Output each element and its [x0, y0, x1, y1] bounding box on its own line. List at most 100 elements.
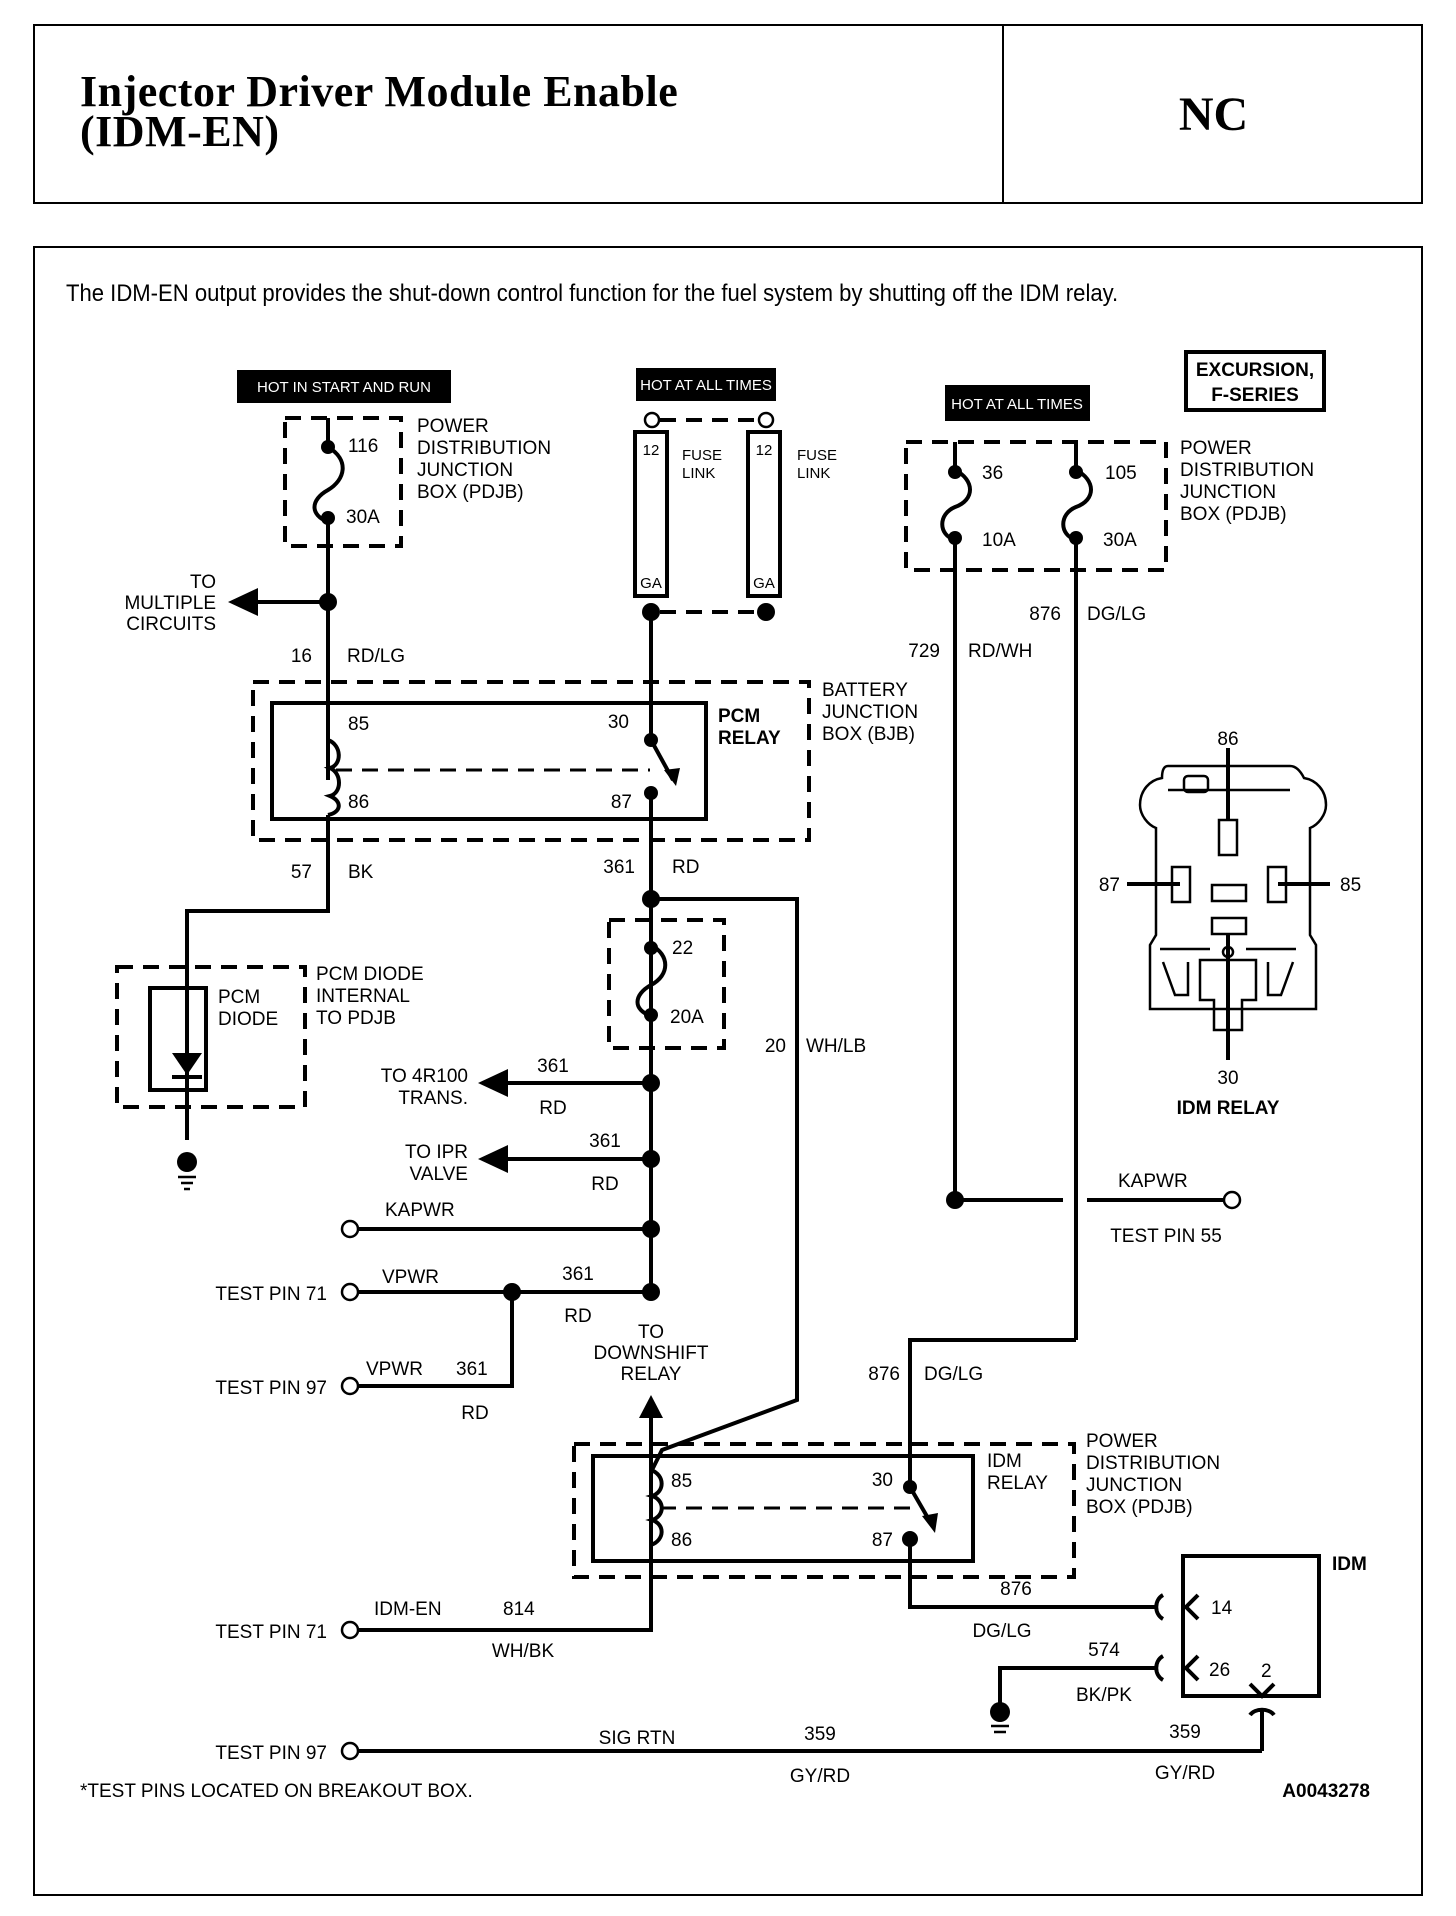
- diagram-label: DG/LG: [972, 1621, 1031, 1642]
- diagram-label: BK/PK: [1076, 1685, 1132, 1706]
- wire-segment: [746, 430, 782, 598]
- diagram-label: KAPWR: [1118, 1171, 1188, 1192]
- diagram-label: PCM: [218, 987, 260, 1008]
- test-pin-icon: [340, 1282, 360, 1302]
- diagram-label: DISTRIBUTION: [1086, 1453, 1220, 1474]
- wire-segment: [904, 440, 1168, 572]
- diagram-label: 105: [1105, 463, 1137, 484]
- wire-segment: [636, 368, 776, 401]
- connector-male-icon: [1183, 1593, 1200, 1621]
- diagram-label: LINK: [682, 465, 715, 482]
- pdjb-left: 116 30A POWER DISTRIBUTION JUNCTION BOX …: [283, 416, 551, 600]
- wire-segment: [1184, 350, 1326, 412]
- vehicle-tag: EXCURSION, F-SERIES: [1184, 350, 1326, 412]
- diagram-label: 85: [348, 714, 369, 735]
- splice-dot: [757, 603, 775, 621]
- diagram-label: TEST PIN 71: [215, 1284, 327, 1305]
- arrow-left-icon: [228, 588, 258, 616]
- wire-segment: [178, 1175, 196, 1191]
- diagram-label: TO IPR: [405, 1142, 468, 1163]
- test-pin-icon: [1222, 1190, 1242, 1210]
- diagram-label: RELAY: [621, 1364, 682, 1385]
- tag-hot-all-times-1: HOT AT ALL TIMES: [636, 368, 776, 401]
- wire-segment: [148, 986, 208, 1092]
- idm-relay-pinout: 86 87 85 30 IDM RELAY: [1099, 729, 1361, 1119]
- diagram-label: TO: [190, 572, 216, 593]
- wire-segment: [1181, 1554, 1321, 1698]
- wire-segment: [1217, 818, 1239, 857]
- diagram-label: VALVE: [410, 1164, 468, 1185]
- wire-segment: [908, 1539, 1157, 1609]
- diode-icon: [172, 1053, 202, 1075]
- diagram-label: 85: [1340, 875, 1361, 896]
- diagram-label: 359: [804, 1724, 836, 1745]
- splice-dot: [644, 1008, 658, 1022]
- diagram-label: 729: [908, 641, 940, 662]
- diagram-label: TO 4R100: [381, 1066, 468, 1087]
- fuse-105: [1061, 442, 1093, 1340]
- fuse-36: [940, 442, 972, 1200]
- diagram-label: 14: [1211, 1598, 1233, 1619]
- pid-code: NC: [1178, 87, 1249, 141]
- diagram-label: RELAY: [718, 728, 781, 749]
- diagram-label: 26: [1209, 1660, 1230, 1681]
- wire-segment: [998, 1666, 1157, 1718]
- wire-segment: [237, 370, 451, 403]
- diagram-label: 87: [611, 792, 632, 813]
- diagram-label: 30: [872, 1470, 893, 1491]
- diagram-label: BOX (PDJB): [1180, 504, 1287, 525]
- diagram-label: POWER: [1086, 1431, 1158, 1452]
- diagram-label: 86: [348, 792, 369, 813]
- diagram-label: BATTERY: [822, 680, 908, 701]
- wire-57: [185, 815, 330, 1140]
- diagram-label: SIG RTN: [599, 1728, 676, 1749]
- diagram-label: 361: [456, 1359, 488, 1380]
- connector-male-icon: [1183, 1654, 1200, 1682]
- wire-segment: [991, 1724, 1009, 1734]
- splice-dot: [1069, 465, 1083, 479]
- diagram-label: 87: [872, 1530, 893, 1551]
- diagram-label: 361: [589, 1131, 621, 1152]
- connector-female-icon: [1154, 1654, 1165, 1682]
- header-divider: [1002, 24, 1004, 204]
- wire-segment: [635, 943, 668, 1018]
- connector-female-icon: [1248, 1707, 1276, 1751]
- diagram-label: 12: [643, 442, 660, 459]
- wire-segment: [945, 385, 1090, 421]
- diagram-label: 359: [1169, 1722, 1201, 1743]
- diagram-label: BOX (PDJB): [1086, 1497, 1193, 1518]
- test-pin-icon: [340, 1741, 360, 1761]
- diagram-label: 574: [1088, 1640, 1120, 1661]
- diagram-label: HOT IN START AND RUN: [257, 379, 431, 396]
- diagram-label: DG/LG: [924, 1364, 983, 1385]
- diagram-label: EXCURSION,: [1196, 360, 1314, 381]
- diagram-label: 87: [1099, 875, 1120, 896]
- diagram-label: JUNCTION: [417, 460, 513, 481]
- terminal: [757, 411, 775, 429]
- to-multiple-circuits: TO MULTIPLE CIRCUITS: [124, 572, 337, 635]
- splice-dot: [642, 1283, 660, 1301]
- diagram-label: DISTRIBUTION: [1180, 460, 1314, 481]
- diagram-label: 876: [868, 1364, 900, 1385]
- tag-hot-all-times-2: HOT AT ALL TIMES: [945, 385, 1090, 421]
- fuse-links: 12 GA 12 GA FUSE LINK FUSE LINK: [633, 411, 837, 621]
- diagram-label: CIRCUITS: [126, 614, 216, 635]
- diagram-label: TEST PIN 97: [215, 1378, 327, 1399]
- diagram-label: 361: [537, 1056, 569, 1077]
- diagram-label: DISTRIBUTION: [417, 438, 551, 459]
- diagram-label: RELAY: [987, 1473, 1048, 1494]
- diagram-label: DIODE: [218, 1009, 278, 1030]
- idm-relay: 85 86 30 87 IDM RELAY POWER DISTRIBUTION…: [572, 1431, 1220, 1579]
- splice-dot: [177, 1152, 197, 1172]
- diagram-label: IDM: [1332, 1554, 1367, 1575]
- diagram-label: JUNCTION: [822, 702, 918, 723]
- diagram-label: TRANS.: [398, 1088, 468, 1109]
- diagram-label: 36: [982, 463, 1003, 484]
- diagram-label: 10A: [982, 530, 1016, 551]
- splice-dot: [321, 440, 335, 454]
- diagram-label: 85: [671, 1471, 692, 1492]
- wire-segment: [591, 1454, 975, 1563]
- arrow-up-icon: [639, 1395, 663, 1418]
- wire-876: [908, 1338, 1076, 1487]
- diagram-label: 814: [503, 1599, 535, 1620]
